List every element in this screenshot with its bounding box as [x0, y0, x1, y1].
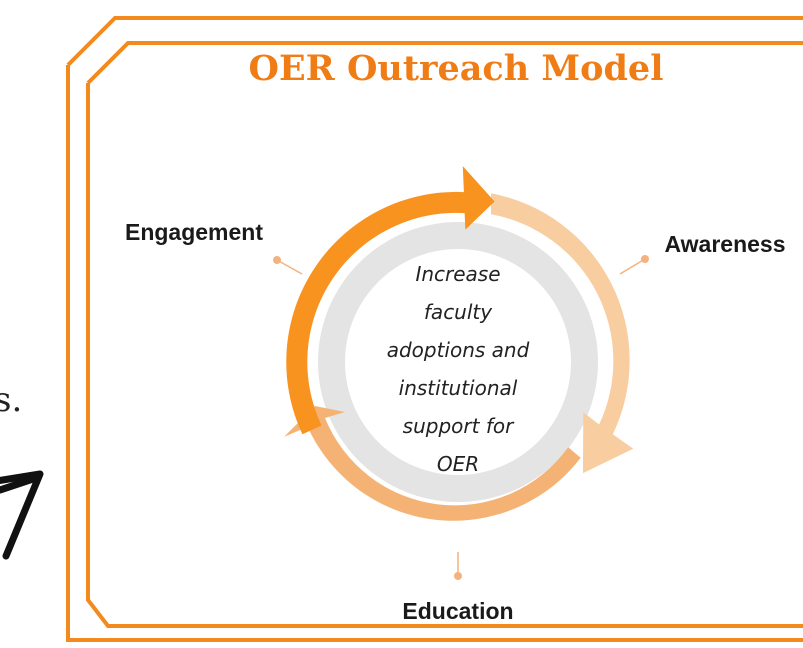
inner-frame [86, 41, 803, 628]
awareness-connector [619, 258, 646, 275]
center-text-line: Increase [415, 262, 500, 286]
center-text-line: institutional [399, 376, 518, 400]
inner-disc [345, 249, 571, 475]
center-text-line: faculty [424, 300, 493, 324]
engagement-connector-dot [273, 256, 281, 264]
center-text-line: support for [403, 414, 515, 438]
education-connector-dot [454, 572, 462, 580]
outer-frame [66, 16, 803, 642]
center-text-line: adoptions and [387, 338, 530, 362]
awareness-connector-dot [641, 255, 649, 263]
center-goal-text: Increase faculty adoptions and instituti… [387, 262, 530, 476]
center-text-line: OER [437, 452, 479, 476]
awareness-arc-arrow [491, 193, 634, 474]
partial-paper-plane-icon [0, 470, 44, 560]
engagement-arc-arrow [286, 166, 495, 435]
stage-label-engagement: Engagement [125, 219, 263, 245]
edge-text-fragment: s. [0, 380, 22, 420]
stage-label-awareness: Awareness [664, 231, 785, 257]
stage-label-education: Education [402, 598, 513, 624]
cycle-graphic: Increase faculty adoptions and instituti… [284, 166, 634, 521]
diagram-title: OER Outreach Model [249, 48, 664, 89]
engagement-connector [276, 259, 303, 275]
stage-connectors [273, 255, 649, 580]
